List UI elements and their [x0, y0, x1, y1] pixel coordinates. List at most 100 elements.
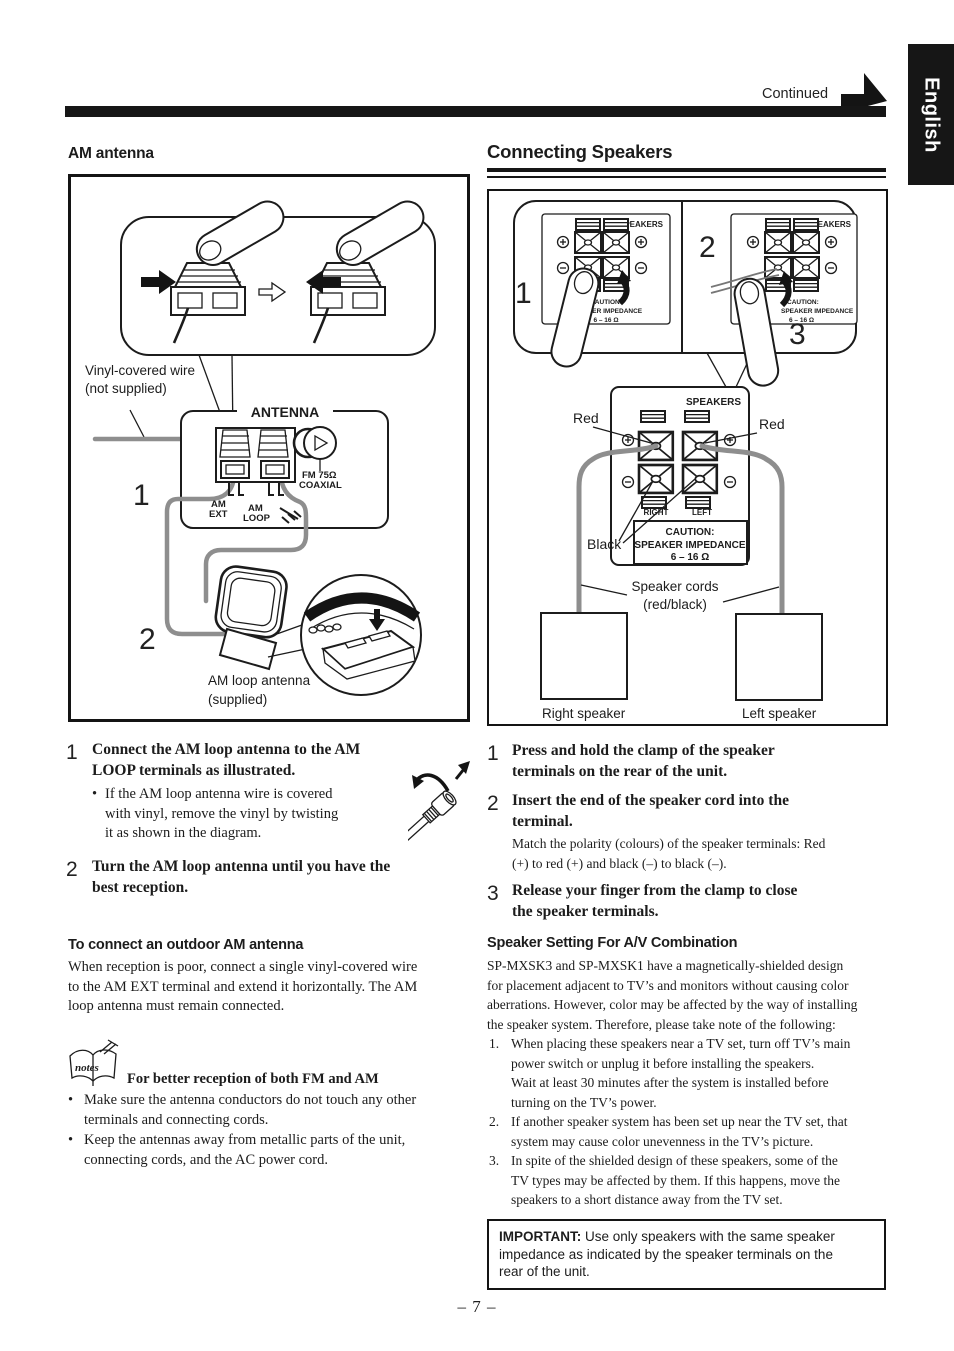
caution-small: SPEAKER IMPEDANCE — [781, 308, 854, 315]
ground-symbol — [279, 507, 302, 524]
label-pointer-line — [704, 432, 758, 444]
outdoor-antenna-body: When reception is poor, connect a single… — [68, 959, 418, 1014]
right-speaker-label: Right speaker — [542, 706, 626, 721]
finger-illustration — [335, 200, 425, 266]
step-title: Turn the AM loop antenna until you have … — [92, 858, 391, 896]
caution-small: 6 – 16 Ω — [593, 317, 618, 324]
diagram-step-1: 1 — [515, 277, 532, 310]
clamp-arrow-head — [779, 271, 793, 285]
speakers-label: SPEAKERS — [807, 220, 852, 229]
antenna-wire — [164, 471, 237, 637]
am-antenna-heading: AM antenna — [68, 145, 154, 162]
bullet-marker: • — [68, 1092, 74, 1108]
red-label: Red — [759, 416, 785, 432]
speaker-cords-label: Speaker cords — [631, 579, 718, 594]
step-bullet: If the AM loop antenna wire is covered w… — [105, 786, 339, 841]
step-title: Insert the end of the speaker cord into … — [512, 792, 789, 830]
continued-label: Continued — [762, 86, 829, 102]
fm-coaxial-label: FM 75Ω — [302, 470, 337, 481]
caution-label: CAUTION: — [666, 527, 715, 538]
finger-illustration — [733, 277, 780, 387]
step-number: 1 — [66, 741, 78, 764]
speaker-cord-end — [710, 268, 778, 288]
notes-heading: For better reception of both FM and AM — [127, 1071, 379, 1087]
right-speaker-box — [540, 612, 628, 700]
label-pointer-line — [622, 478, 696, 544]
important-label: IMPORTANT: — [499, 1229, 582, 1244]
language-tab: English — [908, 44, 954, 185]
vinyl-wire-label2: (not supplied) — [85, 381, 167, 396]
finger-illustration — [550, 267, 600, 368]
am-loop-antenna-illustration — [214, 565, 288, 639]
left-speaker-label: Left speaker — [742, 706, 817, 721]
label-pointer-line — [592, 426, 652, 444]
diagram-step-2: 2 — [699, 231, 716, 264]
clamp-terminal-illustration — [170, 262, 246, 344]
heading-rule-thin — [487, 176, 886, 178]
bubble-tail — [706, 352, 727, 388]
left-speaker-box — [735, 613, 823, 701]
top-rule — [65, 106, 886, 117]
speakers-label: SPEAKERS — [686, 397, 741, 408]
av-combination-heading: Speaker Setting For A/V Combination — [487, 935, 738, 951]
am-loop-label2: LOOP — [243, 513, 271, 524]
clamp-arrow-head — [617, 270, 631, 284]
label-pointer-line — [722, 586, 780, 603]
am-loop-label: AM — [248, 503, 263, 514]
page-number: – 7 – — [457, 1297, 497, 1316]
loop-antenna-stand — [218, 627, 278, 671]
step-number: 2 — [487, 792, 499, 815]
antenna-label-bg — [237, 403, 333, 419]
caution-label: SPEAKER IMPEDANCE — [634, 540, 745, 551]
notes-icon: notes — [69, 1039, 119, 1086]
caution-small: CAUTION: — [590, 299, 622, 306]
heading-rule-thick — [487, 168, 886, 172]
step-number: 1 — [487, 742, 499, 765]
connecting-speakers-heading: Connecting Speakers — [487, 141, 673, 162]
list-item: In spite of the shielded design of these… — [511, 1153, 841, 1207]
speaker-terminal-detail-panel: SPEAKERS RIGHT LEFT CAUTION: SPEAKER IMP… — [610, 386, 750, 566]
av-intro: SP-MXSK3 and SP-MXSK1 have a magneticall… — [487, 958, 858, 1032]
speaker-cord-left — [699, 443, 785, 662]
speaker-cord-right — [576, 443, 659, 662]
label-pointer-line — [580, 584, 628, 596]
notes-icon-label: notes — [75, 1062, 99, 1074]
bullet-marker: • — [92, 786, 98, 802]
am-antenna-diagram: Vinyl-covered wire (not supplied) ANTENN… — [68, 174, 470, 722]
am-ext-label: AM — [211, 499, 226, 510]
step-number: 3 — [487, 882, 499, 905]
list-number: 3. — [489, 1153, 500, 1168]
left-channel-label: LEFT — [692, 508, 712, 517]
antenna-panel-label: ANTENNA — [251, 404, 319, 420]
diagram-step-2: 2 — [139, 623, 156, 656]
language-tab-label: English — [920, 76, 943, 153]
am-ext-label2: EXT — [209, 509, 228, 520]
black-label: Black — [587, 536, 622, 552]
notes-item: Make sure the antenna conductors do not … — [84, 1092, 417, 1128]
outdoor-antenna-heading: To connect an outdoor AM antenna — [68, 937, 304, 953]
caution-label: 6 – 16 Ω — [671, 552, 710, 563]
vinyl-wire-label: Vinyl-covered wire — [85, 363, 195, 378]
am-terminal-block — [215, 427, 296, 496]
continued-arrow-icon — [841, 73, 887, 107]
antenna-wire — [203, 471, 309, 604]
list-number: 2. — [489, 1114, 500, 1129]
list-item: When placing these speakers near a TV se… — [511, 1036, 851, 1110]
step-number: 2 — [66, 858, 78, 881]
step-title: Press and hold the clamp of the speaker … — [512, 742, 775, 780]
step-title: Release your finger from the clamp to cl… — [512, 882, 798, 920]
red-label: Red — [573, 410, 599, 426]
loop-antenna-label: AM loop antenna — [208, 673, 311, 688]
finger-illustration — [195, 200, 285, 266]
next-arrow-icon — [258, 281, 287, 303]
step-title: Connect the AM loop antenna to the AM LO… — [92, 741, 361, 779]
label-pointer-line — [618, 480, 654, 542]
list-item: If another speaker system has been set u… — [511, 1114, 848, 1149]
right-channel-label: RIGHT — [644, 508, 669, 517]
caution-small: SPEAKER IMPEDANCE — [570, 308, 643, 315]
speakers-label: SPEAKERS — [619, 220, 664, 229]
speaker-cords-label2: (red/black) — [643, 597, 707, 612]
fm-coaxial-label2: COAXIAL — [299, 480, 342, 491]
speakers-artwork: SPEAKERS CAUTION: SPEAKER IMPEDANCE 6 – … — [513, 200, 858, 721]
press-arrow-icon — [306, 270, 341, 294]
